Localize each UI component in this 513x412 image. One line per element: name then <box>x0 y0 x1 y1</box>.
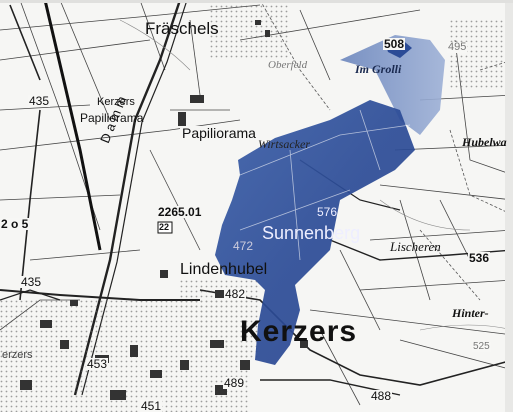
elev-453: 453 <box>86 357 109 371</box>
label-papiliorama: Papiliorama <box>180 125 258 141</box>
label-wirtsacker: Wirtsacker <box>258 137 310 151</box>
blue-area-lines <box>239 109 411 261</box>
route-number: 22 <box>159 222 170 232</box>
elev-536: 536 <box>468 251 491 265</box>
elev-576: 576 <box>317 205 338 219</box>
route-marker <box>157 221 173 234</box>
elev-508: 508 <box>383 37 406 51</box>
elev-205: 2 o 5 <box>0 217 30 231</box>
elev-482: 482 <box>224 287 247 301</box>
elev-488: 488 <box>370 389 393 403</box>
label-im-grolli: Im Grolli <box>355 62 402 76</box>
label-kerzers: Kerzers <box>240 315 358 348</box>
elev-489: 489 <box>223 376 246 390</box>
label-lischeren: Lischeren <box>390 239 441 254</box>
label-lindenhubel: Lindenhubel <box>180 261 268 278</box>
label-kerzers-papiliorama-2: Papiliorama <box>80 111 144 125</box>
elev-435-top: 435 <box>28 94 51 108</box>
label-kerzers-cut: erzers <box>2 349 33 361</box>
elev-495: 495 <box>447 41 468 53</box>
elev-451: 451 <box>140 399 163 412</box>
label-hinter: Hinter- <box>452 306 489 320</box>
label-kerzers-papiliorama-1: Kerzers <box>97 96 135 108</box>
elev-472: 472 <box>233 239 254 253</box>
buildings <box>20 20 308 400</box>
km-marker: 2265.01 <box>157 205 203 219</box>
contours <box>119 19 513 331</box>
label-sunnenberg: Sunnenberg <box>262 223 361 243</box>
label-fraeschels: Fräschels <box>145 19 219 38</box>
rail-line <box>43 0 102 251</box>
elev-435-bottom: 435 <box>20 275 43 289</box>
elev-525: 525 <box>472 341 491 352</box>
label-oberfeld: Oberfeld <box>268 59 308 71</box>
label-hubelwald: Hubelwa <box>462 135 507 149</box>
